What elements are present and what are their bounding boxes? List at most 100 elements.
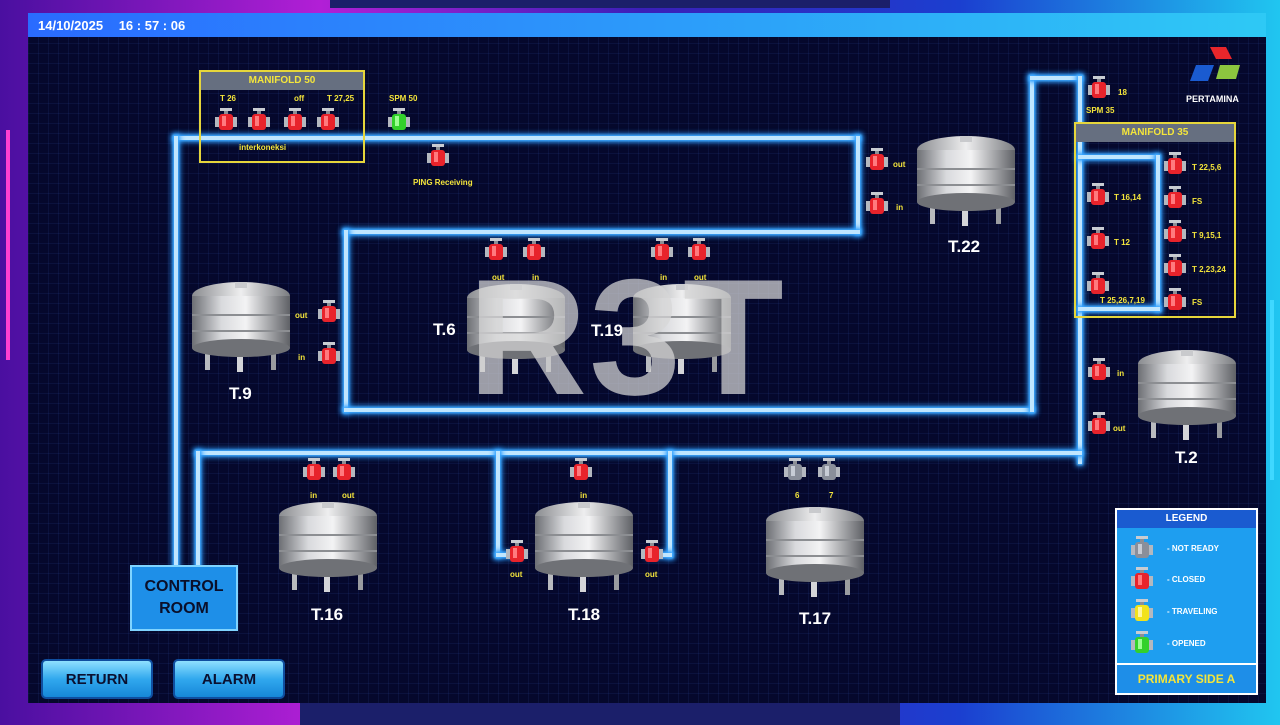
valve-closed[interactable] [1088, 76, 1110, 100]
tank-label-t6: T.6 [433, 320, 456, 339]
spm-35-valve-label: 18 [1118, 88, 1127, 97]
valve-closed[interactable] [866, 148, 888, 172]
valve-not-ready-icon [1131, 536, 1153, 560]
manifold-35-title: MANIFOLD 35 [1076, 124, 1234, 142]
valve-closed-icon [1131, 567, 1153, 591]
valve-closed[interactable] [284, 108, 306, 132]
valve-closed[interactable] [215, 108, 237, 132]
time-display: 16 : 57 : 06 [118, 18, 186, 33]
valve-closed[interactable] [866, 192, 888, 216]
spm-35-label: SPM 35 [1086, 106, 1115, 115]
valve-not-ready[interactable] [818, 458, 840, 482]
legend-label: - CLOSED [1167, 575, 1206, 584]
frame-accent-left [6, 130, 10, 360]
valve-closed[interactable] [333, 458, 355, 482]
tank-label-t2: T.2 [1175, 448, 1198, 467]
alarm-button[interactable]: ALARM [173, 659, 285, 699]
legend-item: - TRAVELING [1131, 599, 1251, 625]
valve-closed[interactable] [1164, 152, 1186, 176]
return-button[interactable]: RETURN [41, 659, 153, 699]
valve-closed[interactable] [506, 540, 528, 564]
ping-receiving-label: PING Receiving [413, 178, 473, 187]
manifold-35-right-label: T 22,5,6 [1192, 163, 1222, 172]
valve-out-label: out [295, 311, 308, 320]
legend-item: - NOT READY [1131, 536, 1251, 562]
pertamina-logo-icon [1190, 47, 1240, 81]
control-room-block[interactable]: CONTROL ROOM [130, 565, 238, 631]
pipe [1078, 307, 1160, 311]
valve-in-label: in [310, 491, 318, 500]
brand-name: PERTAMINA [1186, 94, 1239, 104]
valve-closed[interactable] [1164, 254, 1186, 278]
valve-closed[interactable] [1088, 412, 1110, 436]
manifold-35-right-label: FS [1192, 197, 1203, 206]
valve-opened-icon [1131, 631, 1153, 655]
valve-closed[interactable] [641, 540, 663, 564]
valve-closed[interactable] [1087, 183, 1109, 207]
pipe [344, 230, 348, 412]
tank-icon[interactable] [916, 134, 1016, 228]
valve-out-label: out [893, 160, 906, 169]
valve-closed[interactable] [1164, 288, 1186, 312]
valve-in-label: in [298, 353, 306, 362]
pipe [344, 230, 860, 234]
manifold-35-right-label: FS [1192, 298, 1203, 307]
valve-closed[interactable] [1164, 186, 1186, 210]
valve-closed[interactable] [1088, 358, 1110, 382]
interconnect-label: interkoneksi [239, 143, 287, 152]
pipe [196, 451, 200, 567]
tank-label-t18: T.18 [568, 605, 601, 624]
valve-out-label: out [1113, 424, 1126, 433]
valve-opened[interactable] [388, 108, 410, 132]
valve-in-label: in [1117, 369, 1125, 378]
legend-label: - OPENED [1167, 639, 1206, 648]
control-room-line1: CONTROL [144, 578, 224, 595]
manifold-35-left-label: T 12 [1114, 238, 1131, 247]
valve-in-label: in [532, 273, 540, 282]
spm-50-label: SPM 50 [389, 94, 418, 103]
manifold-35-left-label: T 25,26,7,19 [1100, 296, 1145, 305]
pipe [1030, 76, 1082, 80]
valve-closed[interactable] [318, 342, 340, 366]
manifold-50-label: T 26 [220, 94, 237, 103]
valve-7-label: 7 [829, 491, 834, 500]
date-display: 14/10/2025 [38, 18, 104, 33]
manifold-35-right-label: T 9,15,1 [1192, 231, 1222, 240]
valve-closed[interactable] [1087, 227, 1109, 251]
legend-label: - NOT READY [1167, 544, 1219, 553]
pertamina-logo: PERTAMINA [1180, 45, 1260, 107]
valve-closed[interactable] [248, 108, 270, 132]
valve-closed[interactable] [318, 300, 340, 324]
valve-closed[interactable] [1164, 220, 1186, 244]
tank-icon[interactable] [278, 500, 378, 594]
status-bar [28, 13, 1266, 37]
legend-item: - CLOSED [1131, 567, 1251, 593]
tank-label-t9: T.9 [229, 384, 252, 403]
valve-closed[interactable] [317, 108, 339, 132]
valve-in-label: in [660, 273, 668, 282]
valve-out-label: out [694, 273, 707, 282]
manifold-35-right-label: T 2,23,24 [1192, 265, 1226, 274]
tank-icon[interactable] [534, 500, 634, 594]
valve-closed[interactable] [570, 458, 592, 482]
legend-panel: LEGEND - NOT READY - CLOSED - TRAVELING … [1115, 508, 1258, 695]
valve-not-ready[interactable] [784, 458, 806, 482]
valve-closed[interactable] [303, 458, 325, 482]
pipe [668, 451, 672, 557]
control-room-line2: ROOM [159, 600, 209, 617]
valve-closed[interactable] [1087, 272, 1109, 296]
valve-in-label: in [896, 203, 904, 212]
valve-closed[interactable] [427, 144, 449, 168]
valve-out-label: out [492, 273, 505, 282]
pipe [196, 451, 1082, 455]
manifold-35-box: MANIFOLD 35 [1074, 122, 1236, 318]
tank-icon[interactable] [1137, 348, 1237, 442]
datetime-display: 14/10/2025 16 : 57 : 06 [38, 18, 197, 33]
valve-out-label: out [645, 570, 658, 579]
manifold-50-label: off [294, 94, 305, 103]
valve-in-label: in [580, 491, 588, 500]
tank-icon[interactable] [191, 280, 291, 374]
legend-item: - OPENED [1131, 631, 1251, 657]
legend-title: LEGEND [1117, 510, 1256, 528]
tank-icon[interactable] [765, 505, 865, 599]
